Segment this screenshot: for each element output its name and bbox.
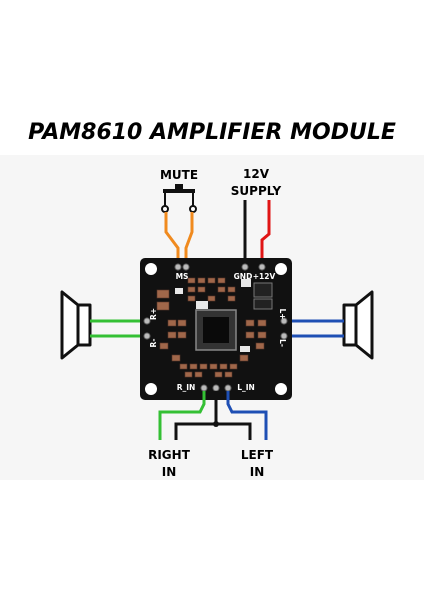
ic-chip-icon	[195, 309, 237, 351]
pcb-label-l-minus: L-	[278, 339, 287, 347]
right-speaker-icon	[342, 290, 374, 360]
supply-label-line1: 12V	[243, 167, 270, 181]
left-in-label-line1: LEFT	[241, 448, 274, 462]
right-in-label-line1: RIGHT	[148, 448, 191, 462]
pcb-label-r-minus: R-	[149, 339, 158, 348]
top-pins	[174, 263, 266, 271]
mute-label: MUTE	[160, 168, 198, 182]
pcb-label-l-plus: L+	[278, 308, 287, 319]
pcb-label-r-in: R_IN	[177, 383, 196, 392]
right-speaker-wires	[90, 319, 145, 338]
pcb-board	[140, 258, 292, 400]
smd-components	[156, 277, 267, 378]
mute-wires	[164, 212, 194, 266]
supply-wires	[243, 200, 271, 266]
pcb-label-ms: MS	[176, 272, 189, 281]
pcb-label-gnd: GND	[234, 272, 253, 281]
supply-label-line2: SUPPLY	[231, 184, 282, 198]
right-in-label-line2: IN	[162, 465, 177, 479]
pcb-label-plus12v: +12V	[253, 272, 276, 281]
page-title: PAM8610 AMPLIFIER MODULE	[28, 120, 396, 145]
ground-junction	[213, 421, 219, 427]
left-speaker-icon	[60, 290, 92, 360]
pcb-label-l-in: L_IN	[237, 383, 255, 392]
left-speaker-wires	[283, 319, 344, 338]
left-in-label-line2: IN	[250, 465, 265, 479]
pcb-label-r-plus: R+	[149, 308, 158, 320]
